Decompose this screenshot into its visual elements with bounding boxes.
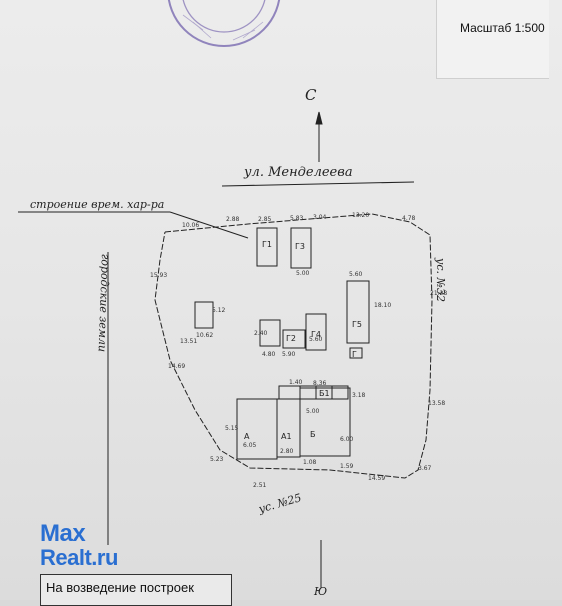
scale-label: Масштаб 1:500	[460, 21, 545, 35]
building-g3	[290, 227, 312, 269]
dimension-label: 3.04	[313, 214, 327, 221]
dimension-label: 1.59	[340, 463, 354, 470]
north-label: С	[305, 86, 317, 104]
dimension-label: 5.12	[212, 307, 226, 314]
stamp-seal	[167, 0, 281, 47]
dimension-label: 2.88	[226, 216, 240, 223]
temporary-building-label: строение врем. хар-ра	[30, 198, 165, 211]
dimension-label: 2.51	[253, 482, 267, 489]
building-label: Г1	[262, 240, 272, 249]
building-label: Г3	[295, 242, 305, 251]
scale-box	[436, 0, 549, 79]
building-a	[236, 398, 278, 460]
building-label: А	[244, 432, 250, 441]
building-label: Г	[352, 350, 357, 359]
building-label: Г4	[311, 330, 321, 339]
dimension-label: 10.62	[196, 332, 214, 339]
building-label: Г5	[352, 320, 362, 329]
dimension-label: 6.00	[340, 436, 354, 443]
watermark-logo-line1: Max	[40, 520, 86, 547]
dimension-label: 6.05	[243, 442, 257, 449]
building-label: Г2	[286, 334, 296, 343]
building-g4	[305, 313, 327, 351]
dimension-label: 13.58	[428, 400, 446, 407]
dimension-label: 10.06	[182, 222, 200, 229]
dimension-label: 2.40	[254, 330, 268, 337]
dimension-label: 21.28	[430, 290, 448, 297]
building-g-mark	[349, 347, 363, 359]
building-label: Б1	[319, 389, 330, 398]
dimension-label: 13.51	[180, 338, 198, 345]
dimension-label: 2.85	[258, 216, 272, 223]
street-label: ул. Менделеева	[244, 165, 353, 180]
dimension-label: 3.18	[352, 392, 366, 399]
dimension-label: 4.78	[402, 215, 416, 222]
dimension-label: 13.20	[352, 212, 370, 219]
building-label: А1	[281, 432, 292, 441]
dimension-label: 8.36	[313, 380, 327, 387]
dimension-label: 15.93	[150, 272, 168, 279]
building-g2b	[282, 329, 306, 349]
building-b1	[278, 385, 301, 400]
dimension-label: 5.00	[306, 408, 320, 415]
dimension-label: 1.40	[289, 379, 303, 386]
dimension-label: 18.10	[374, 302, 392, 309]
dimension-label: 5.00	[296, 270, 310, 277]
plot-boundary	[154, 213, 433, 479]
building-g2-small	[194, 301, 214, 329]
dimension-label: 14.59	[368, 475, 386, 482]
building-g5	[346, 280, 370, 344]
dimension-label: 5.60	[349, 271, 363, 278]
building-b	[299, 387, 351, 457]
street-line	[221, 181, 415, 187]
dimension-label: 5.15	[225, 425, 239, 432]
south-label: Ю	[314, 585, 328, 598]
dimension-label: 1.08	[303, 459, 317, 466]
building-g2	[259, 319, 281, 347]
caption-text: На возведение построек	[46, 580, 194, 595]
dimension-label: 5.60	[309, 336, 323, 343]
dimension-label: 3.67	[418, 465, 432, 472]
dimension-label: 4.80	[262, 351, 276, 358]
north-arrow-head	[315, 111, 323, 125]
dimension-label: 5.83	[290, 215, 304, 222]
watermark-logo-line2: Realt.ru	[40, 545, 118, 570]
dimension-label: 14.69	[168, 363, 186, 370]
building-label: Б	[310, 430, 316, 439]
dimension-label: 5.90	[282, 351, 296, 358]
dimension-label: 5.23	[210, 456, 224, 463]
building-g1	[256, 227, 278, 267]
dimension-label: 2.80	[280, 448, 294, 455]
